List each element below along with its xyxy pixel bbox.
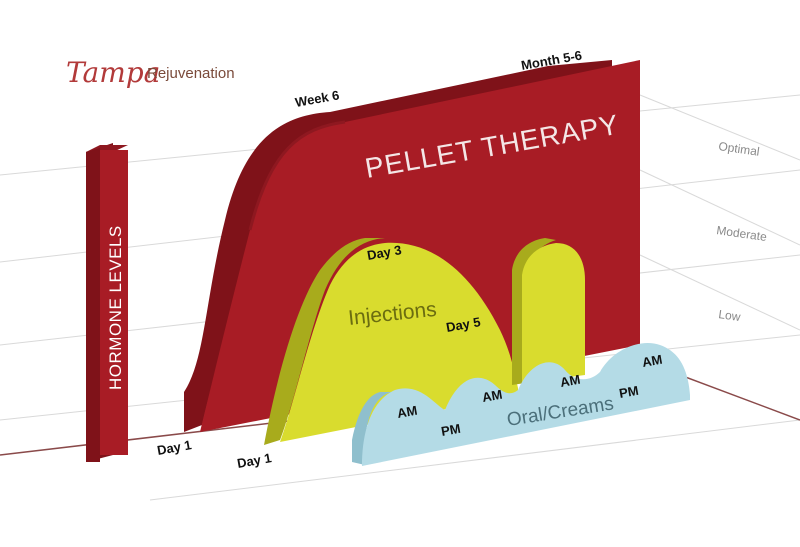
- oral-side: [352, 392, 392, 465]
- oral-pm-label-1: PM: [440, 421, 462, 439]
- injection-day1-label: Day 1: [236, 450, 273, 471]
- logo-script: Tampa: [66, 56, 160, 89]
- hormone-levels-bar: HORMONE LEVELS: [86, 143, 128, 462]
- oral-am-label-4: AM: [641, 352, 664, 370]
- pellet-day1-label: Day 1: [156, 437, 193, 458]
- pellet-week6-label: Week 6: [294, 87, 341, 110]
- oral-am-label-3: AM: [559, 372, 582, 390]
- injection-day3-label: Day 3: [366, 242, 403, 263]
- injection-side: [264, 238, 385, 445]
- level-labels: Optimal Moderate Low: [716, 139, 768, 324]
- oral-am-label-1: AM: [396, 403, 419, 421]
- injection-second-peak-front: [522, 243, 585, 383]
- logo-word: Rejuvenation: [147, 65, 235, 82]
- logo: Tampa Rejuvenation: [66, 56, 235, 89]
- level-low-label: Low: [718, 307, 742, 324]
- level-optimal-label: Optimal: [718, 139, 761, 159]
- oral-am-label-2: AM: [481, 387, 504, 405]
- oral-front: [362, 343, 690, 466]
- injection-day5-label: Day 5: [445, 314, 482, 335]
- oral-pm-label-2: PM: [618, 383, 640, 401]
- y-axis-label: HORMONE LEVELS: [106, 225, 125, 390]
